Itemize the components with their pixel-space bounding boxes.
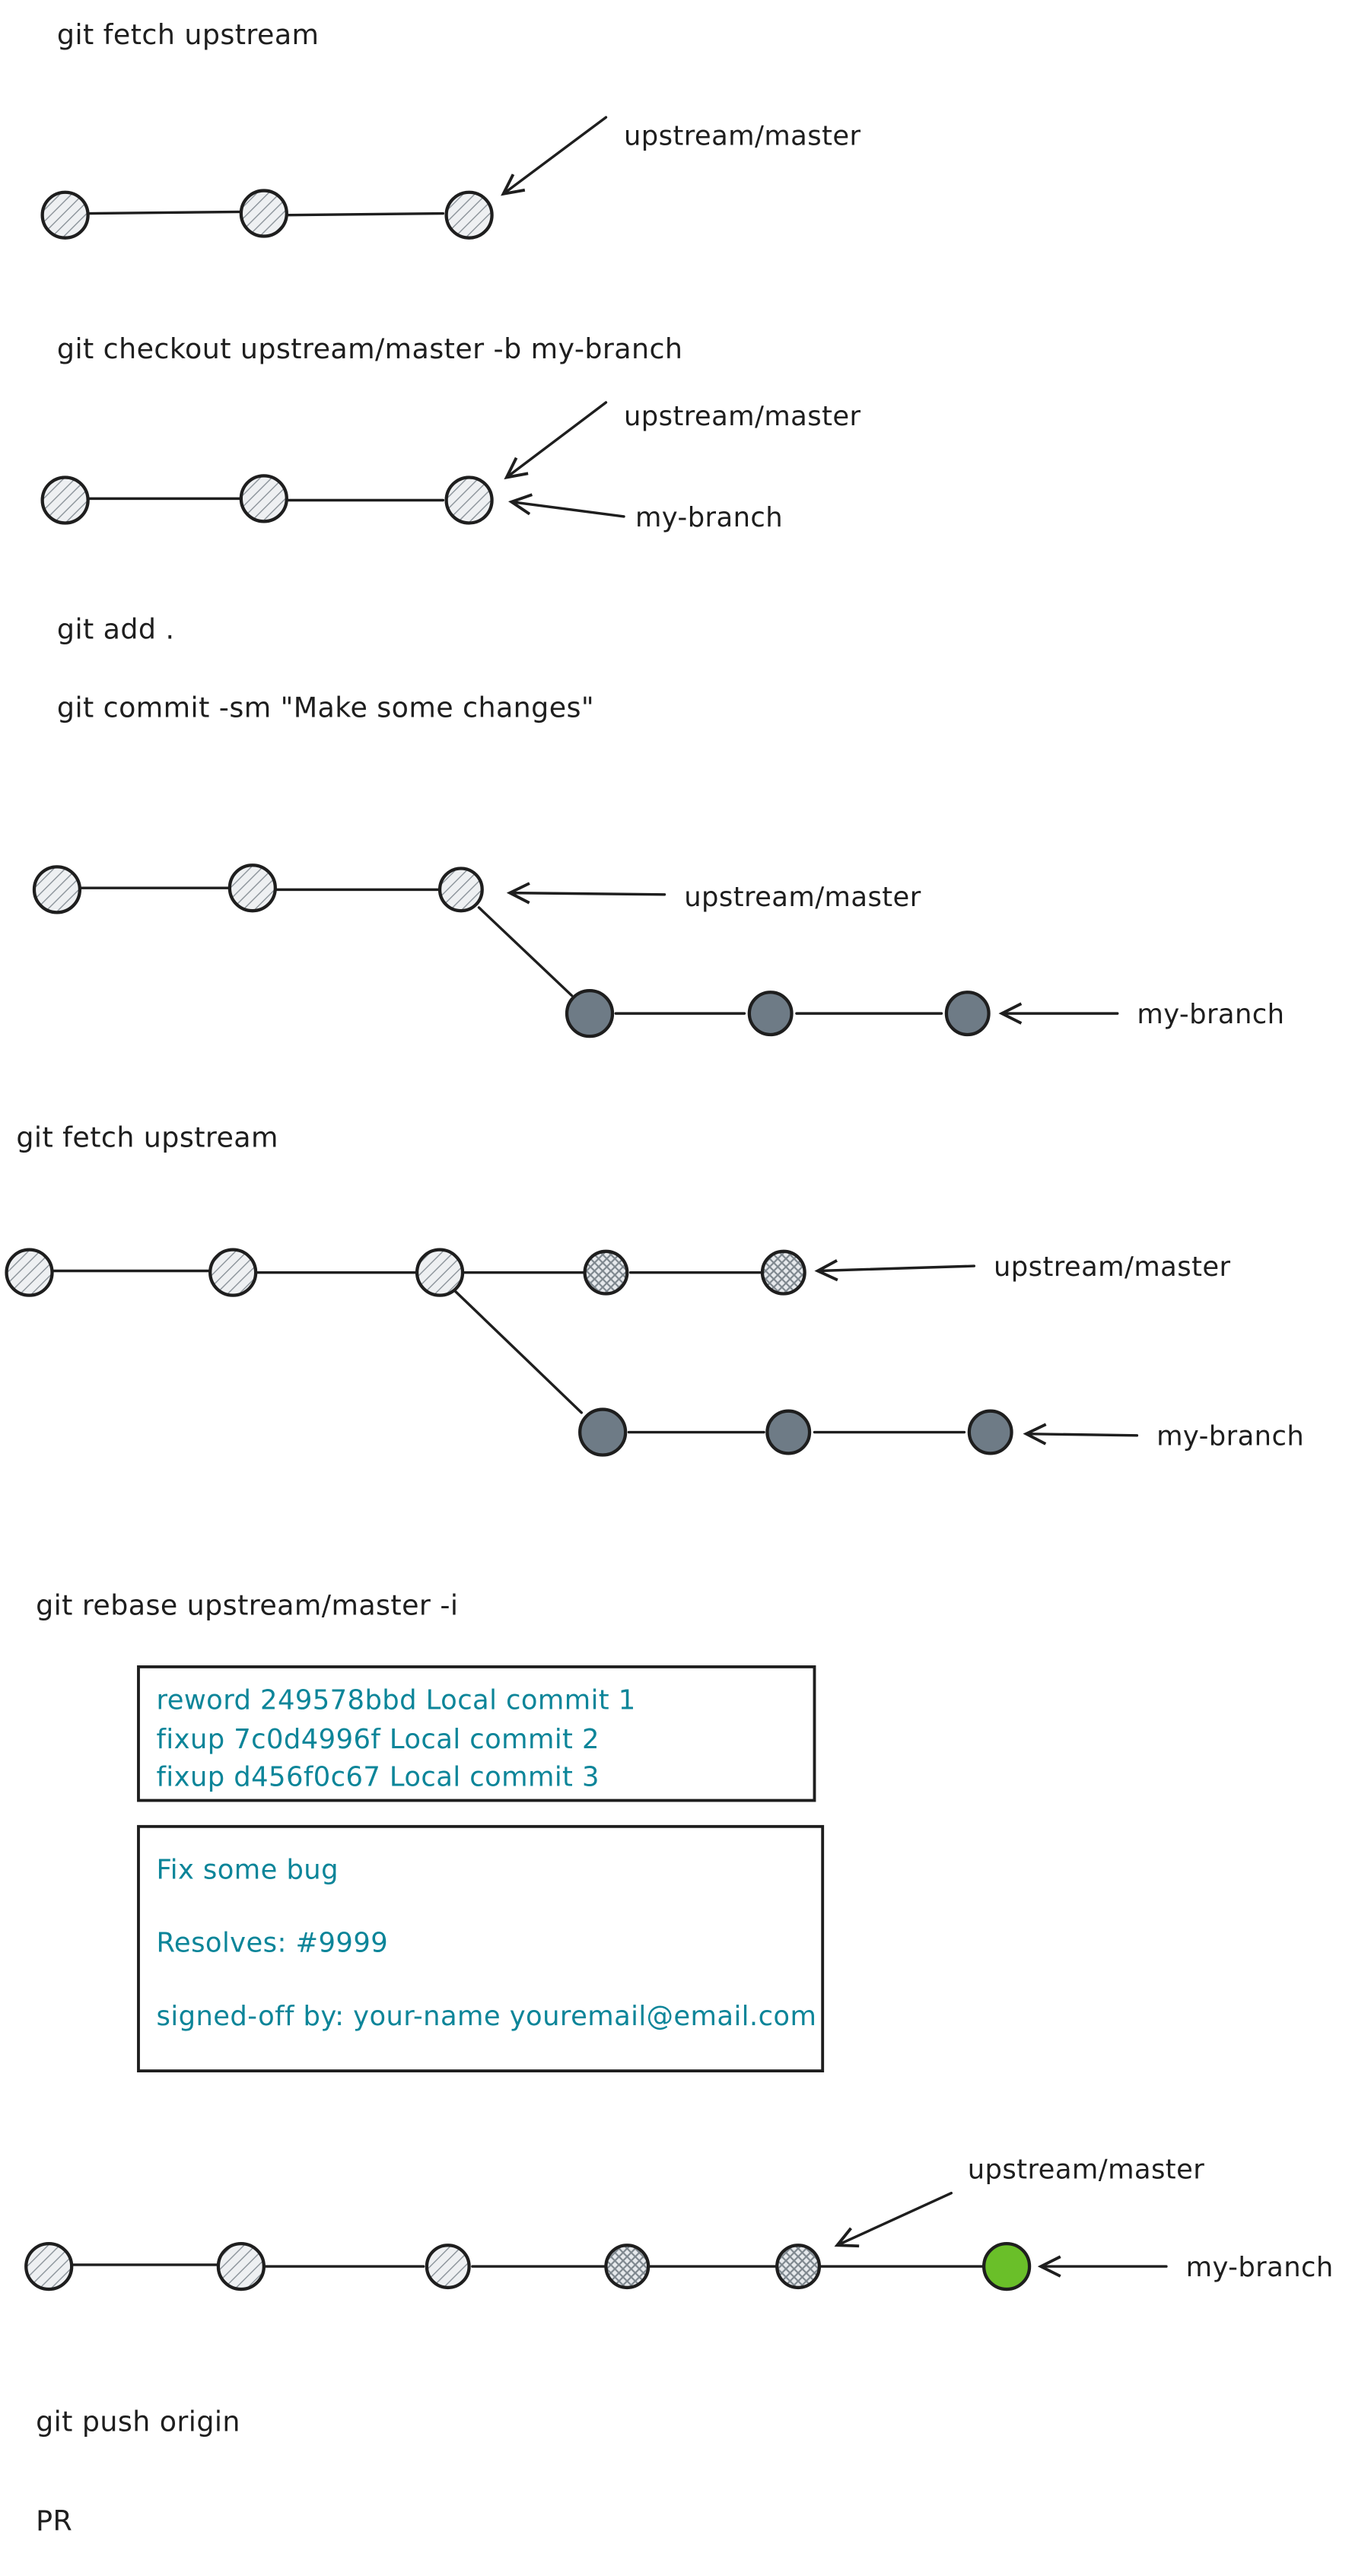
commit-node (239, 474, 288, 523)
pointer-arrow (507, 401, 608, 478)
commit-node (5, 1248, 54, 1297)
commit-node (415, 1248, 465, 1297)
pr-text: PR (36, 2504, 72, 2537)
local-commit-node (944, 991, 991, 1037)
upstream-master-label: upstream/master (684, 882, 921, 913)
rebase-todo-line: fixup 7c0d4996f Local commit 2 (157, 1724, 600, 1755)
commit-message-box (137, 1824, 825, 2073)
my-branch-label: my-branch (1186, 2252, 1334, 2283)
commit-node (24, 2241, 74, 2291)
section-rebase: git rebase upstream/master -i reword 249… (36, 1589, 825, 2073)
local-commit-node (765, 1409, 812, 1455)
commit-node (208, 1248, 258, 1297)
rebase-todo-line: reword 249578bbd Local commit 1 (157, 1685, 636, 1716)
my-branch-label: my-branch (1137, 999, 1284, 1030)
commit-message-line: signed-off by: your-name youremail@email… (157, 2001, 817, 2032)
commit-message-line: Resolves: #9999 (157, 1928, 389, 1959)
my-branch-label: my-branch (1156, 1421, 1304, 1452)
commit-node (216, 2241, 266, 2291)
upstream-master-label: upstream/master (968, 2154, 1205, 2185)
local-commit-node (565, 989, 615, 1038)
command-commit: git commit -sm "Make some changes" (57, 691, 594, 724)
commit-node (227, 863, 277, 913)
local-commit-node (578, 1407, 628, 1457)
branch-edge (477, 906, 574, 997)
commit-node (239, 189, 288, 238)
pointer-arrow (837, 2191, 953, 2246)
commit-message-line: Fix some bug (157, 1854, 339, 1885)
pointer-arrow (504, 116, 608, 194)
commit-node (40, 475, 90, 525)
section-fetch-upstream-2: git fetch upstream upstream/master my-br… (5, 1121, 1304, 1457)
local-commit-node (967, 1409, 1013, 1455)
commit-node (40, 190, 90, 240)
command-rebase: git rebase upstream/master -i (36, 1589, 458, 1621)
commit-edge (287, 211, 445, 217)
command-push: git push origin (36, 2405, 240, 2438)
commit-node (437, 867, 484, 913)
command-add: git add . (57, 613, 175, 646)
commit-node (32, 865, 82, 914)
upstream-master-label: upstream/master (624, 121, 861, 152)
command-fetch-upstream-1: git fetch upstream (57, 18, 320, 51)
fetched-commit-node (775, 2244, 822, 2290)
fetched-commit-node (760, 1249, 806, 1296)
rebase-todo-line: fixup d456f0c67 Local commit 3 (157, 1761, 600, 1792)
section-fetch-upstream-1: git fetch upstream upstream/master (40, 18, 861, 240)
upstream-master-label: upstream/master (624, 401, 861, 432)
local-commit-node (747, 991, 794, 1037)
section-checkout-branch: git checkout upstream/master -b my-branc… (40, 332, 861, 533)
command-fetch-upstream-2: git fetch upstream (16, 1121, 278, 1154)
pointer-arrow (510, 893, 666, 895)
pointer-arrow (818, 1266, 976, 1271)
section-push-pr: git push origin PR (36, 2405, 240, 2537)
rebase-todo-box (137, 1665, 816, 1802)
pointer-arrow (1026, 1434, 1139, 1436)
section-add-commit: git add . git commit -sm "Make some chan… (32, 613, 1284, 1038)
fetched-commit-node (583, 1249, 629, 1296)
section-rebased-history: upstream/master my-branch (24, 2154, 1334, 2291)
rebased-commit-node (982, 2241, 1032, 2291)
fetched-commit-node (604, 2244, 651, 2290)
commit-node (444, 475, 494, 525)
pointer-arrow (511, 502, 625, 518)
upstream-master-label: upstream/master (994, 1251, 1231, 1283)
command-checkout: git checkout upstream/master -b my-branc… (57, 332, 683, 365)
commit-node (444, 190, 494, 240)
branch-edge (453, 1289, 584, 1414)
my-branch-label: my-branch (635, 502, 783, 533)
commit-edge (88, 210, 243, 215)
commit-node (425, 2244, 471, 2290)
